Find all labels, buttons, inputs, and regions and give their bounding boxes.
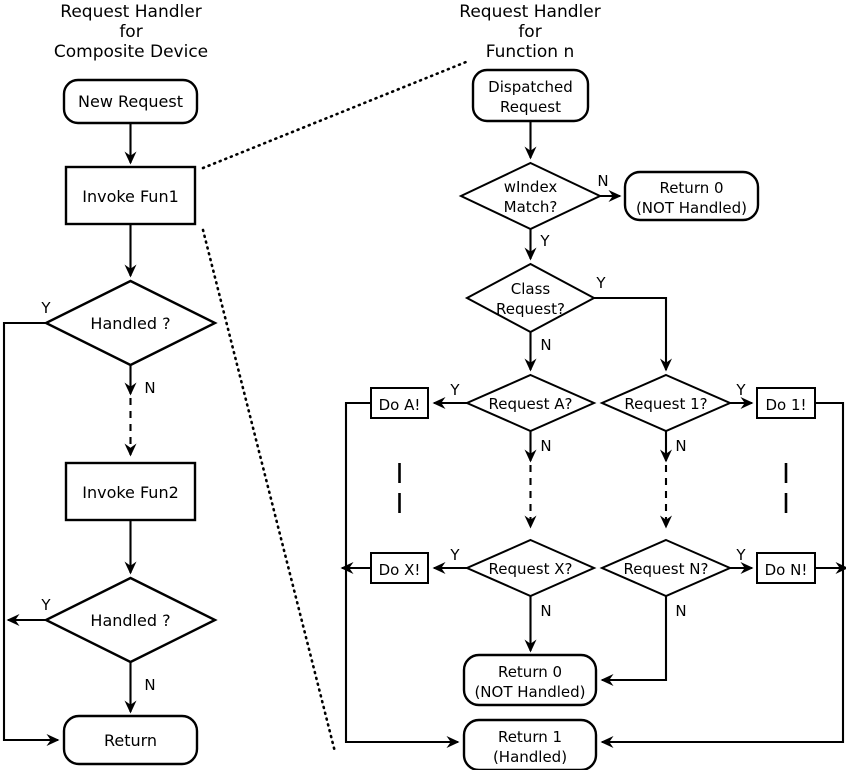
- node-return0-bottom-line2: (NOT Handled): [474, 683, 585, 701]
- node-handled-1-label: Handled ?: [90, 314, 170, 333]
- expansion-guide-bottom: [201, 228, 337, 754]
- node-invoke-fun2-label: Invoke Fun2: [82, 483, 179, 502]
- node-invoke-fun1-label: Invoke Fun1: [82, 187, 179, 206]
- edge-requestN-no-to-return0: [600, 596, 668, 686]
- title-right: Request Handler for Function n: [459, 2, 600, 62]
- node-windex-match: [458, 161, 603, 231]
- node-do-x-label: Do X!: [379, 561, 421, 579]
- title-left: Request Handler for Composite Device: [54, 2, 208, 62]
- node-return0-bottom-line1: Return 0: [498, 663, 562, 681]
- node-request-x-label: Request X?: [489, 560, 573, 578]
- node-return0-bottom: [462, 653, 598, 707]
- node-return-label: Return: [104, 731, 157, 750]
- label-handled1-yes: Y: [40, 299, 51, 317]
- label-requestN-no: N: [675, 602, 686, 620]
- node-do-1: [756, 387, 816, 419]
- label-windex-yes: Y: [539, 232, 550, 250]
- node-handled-2-label: Handled ?: [90, 611, 170, 630]
- label-requestA-yes: Y: [449, 381, 460, 399]
- title-right-line1: Request Handler: [459, 2, 600, 22]
- expansion-guide-top: [201, 60, 468, 170]
- label-requestX-no: N: [540, 602, 551, 620]
- node-return1-line2: (Handled): [493, 748, 567, 766]
- node-do-1-label: Do 1!: [765, 396, 806, 414]
- label-class-no: N: [540, 336, 551, 354]
- label-requestA-no: N: [540, 437, 551, 455]
- title-right-line2: for: [518, 22, 541, 42]
- node-dispatched-request-line1: Dispatched: [488, 78, 573, 96]
- label-request1-no: N: [675, 437, 686, 455]
- label-windex-no: N: [597, 172, 608, 190]
- edge-class-yes-to-request1: [594, 296, 672, 372]
- label-handled2-yes: Y: [40, 596, 51, 614]
- node-invoke-fun1: [64, 165, 197, 226]
- edge-handled1-yes-to-return: [2, 321, 60, 746]
- node-return: [62, 714, 199, 766]
- node-request-a-label: Request A?: [489, 395, 573, 413]
- node-dispatched-request-line2: Request: [500, 98, 561, 116]
- title-left-line1: Request Handler: [60, 2, 201, 22]
- node-request-1-label: Request 1?: [624, 395, 707, 413]
- node-do-a-label: Do A!: [379, 396, 421, 414]
- label-requestN-yes: Y: [735, 546, 746, 564]
- node-return0-top-line2: (NOT Handled): [636, 199, 747, 217]
- label-request1-yes: Y: [735, 381, 746, 399]
- node-class-request: [464, 262, 597, 334]
- node-return0-top: [623, 170, 760, 222]
- label-handled2-no: N: [144, 676, 155, 694]
- node-do-n-label: Do N!: [765, 561, 808, 579]
- title-left-line3: Composite Device: [54, 42, 208, 62]
- label-requestX-yes: Y: [449, 546, 460, 564]
- node-request-n-label: Request N?: [624, 560, 709, 578]
- node-new-request-label: New Request: [78, 92, 183, 111]
- node-do-n: [756, 552, 816, 584]
- label-handled1-no: N: [144, 379, 155, 397]
- title-left-line2: for: [119, 22, 142, 42]
- node-windex-match-line2: Match?: [504, 198, 558, 216]
- node-class-request-line2: Request?: [496, 300, 565, 318]
- label-class-yes: Y: [595, 274, 606, 292]
- node-return1: [462, 718, 598, 770]
- node-return1-line1: Return 1: [498, 728, 562, 746]
- node-windex-match-line1: wIndex: [504, 178, 558, 196]
- node-class-request-line1: Class: [511, 280, 551, 298]
- node-return0-top-line1: Return 0: [659, 179, 723, 197]
- title-right-line3: Function n: [486, 42, 575, 62]
